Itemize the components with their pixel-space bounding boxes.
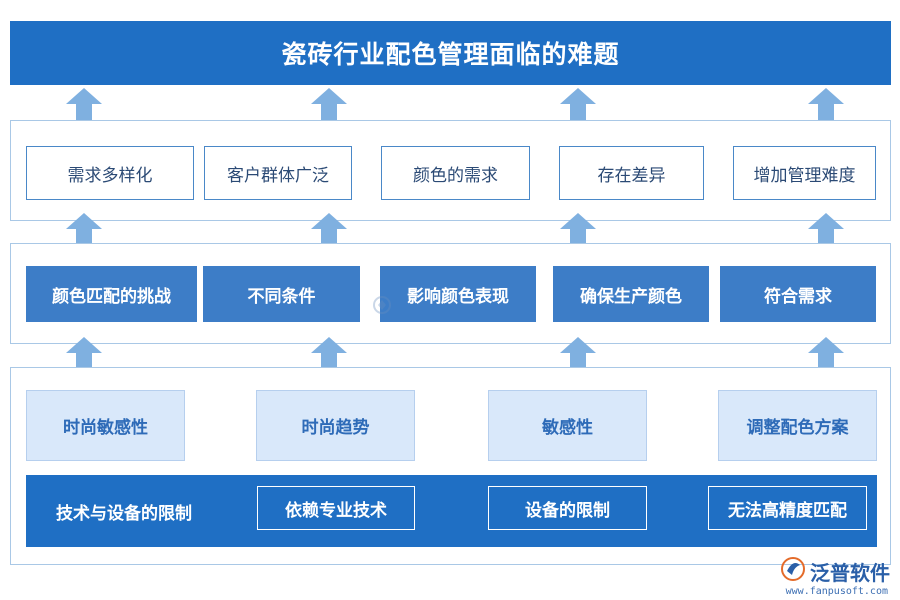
up-arrow-icon <box>560 88 596 120</box>
light-box: 敏感性 <box>488 390 647 461</box>
up-arrow-icon <box>311 88 347 120</box>
technology-limit-label: 技术与设备的限制 <box>56 503 192 524</box>
top-box: 增加管理难度 <box>733 146 876 200</box>
brand-name: 泛普软件 <box>810 560 890 585</box>
brand-logo-icon <box>780 556 806 587</box>
up-arrow-icon <box>66 88 102 120</box>
up-arrow-icon <box>808 88 844 120</box>
light-box: 时尚敏感性 <box>26 390 185 461</box>
limit-box: 设备的限制 <box>488 486 647 530</box>
up-arrow-icon <box>66 213 102 245</box>
up-arrow-icon <box>560 337 596 369</box>
up-arrow-icon <box>311 337 347 369</box>
brand-logo: 泛普软件 <box>780 556 890 587</box>
light-box: 时尚趋势 <box>256 390 415 461</box>
top-box: 客户群体广泛 <box>204 146 352 200</box>
top-box: 存在差异 <box>559 146 704 200</box>
middle-box: 符合需求 <box>720 266 876 322</box>
middle-box: 不同条件 <box>203 266 360 322</box>
middle-box: 确保生产颜色 <box>553 266 709 322</box>
middle-box: 影响颜色表现 <box>380 266 536 322</box>
brand-url: www.fanpusoft.com <box>785 586 888 597</box>
top-box: 颜色的需求 <box>381 146 530 200</box>
light-box: 调整配色方案 <box>718 390 877 461</box>
up-arrow-icon <box>311 213 347 245</box>
limit-box: 无法高精度匹配 <box>708 486 867 530</box>
up-arrow-icon <box>808 337 844 369</box>
up-arrow-icon <box>808 213 844 245</box>
diagram-title: 瓷砖行业配色管理面临的难题 <box>10 21 891 85</box>
watermark-logo-icon <box>372 293 452 317</box>
limit-box: 依赖专业技术 <box>257 486 415 530</box>
middle-box: 颜色匹配的挑战 <box>26 266 197 322</box>
up-arrow-icon <box>560 213 596 245</box>
up-arrow-icon <box>66 337 102 369</box>
top-box: 需求多样化 <box>26 146 194 200</box>
